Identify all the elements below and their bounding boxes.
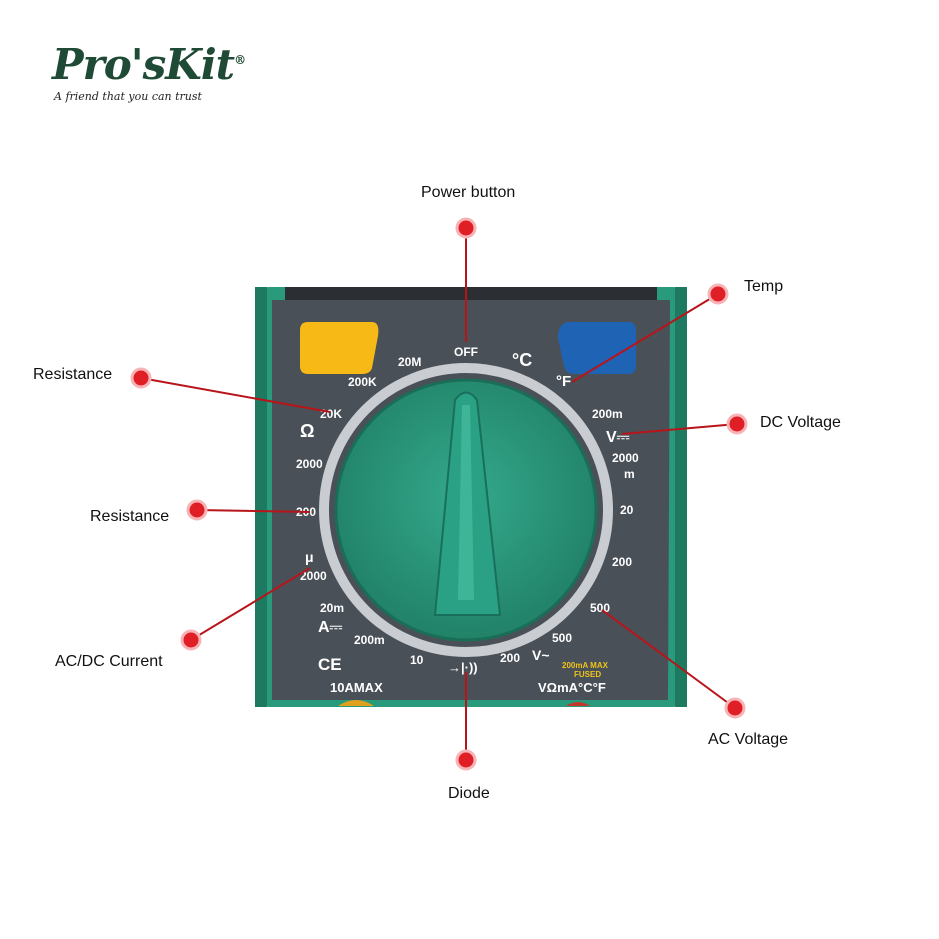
dial-label-200m-dcv: 200m: [592, 407, 623, 421]
callout-power-button: Power button: [421, 184, 516, 201]
fuse-label-line1: 200mA MAX: [562, 661, 609, 670]
dial-label-off: OFF: [454, 345, 478, 359]
brand-tagline: A friend that you can trust: [54, 90, 202, 103]
callout-resistance-top: Resistance: [33, 366, 113, 383]
callout-resistance-mid: Resistance: [90, 508, 170, 525]
dial-label-dcv-m: m: [624, 467, 635, 481]
jack-socket-10a: [338, 700, 374, 706]
dial-ring: [319, 363, 613, 657]
callout-ac-dc-current: AC/DC Current: [55, 653, 163, 670]
dial-label-2000m-dcv: 2000: [612, 451, 639, 465]
brand-logo: Pro'sKit®: [52, 40, 246, 89]
meter-body-edge-left: [255, 287, 267, 707]
dial-label-2000-ohm: 2000: [296, 457, 323, 471]
dial-label-dcv-symbol: V⎓: [606, 429, 630, 446]
marker-diode: [455, 749, 477, 771]
blue-light-button[interactable]: [558, 322, 636, 374]
yellow-function-button[interactable]: [300, 322, 379, 374]
callout-dc-voltage: DC Voltage: [760, 414, 841, 431]
callout-ac-voltage: AC Voltage: [708, 731, 789, 748]
dial-label-micro: μ: [305, 549, 314, 565]
meter-body-edge-right: [675, 287, 687, 707]
marker-ac-voltage: [724, 697, 746, 719]
port-label-10a: 10AMAX: [330, 680, 383, 695]
callout-temp: Temp: [744, 278, 784, 295]
leader-dc-voltage: [621, 423, 738, 435]
dial-label-200m-a: 200m: [354, 633, 385, 647]
dial-label-ohm: Ω: [300, 421, 314, 441]
dial-label-celsius: °C: [512, 350, 532, 370]
dial-label-group: OFF °C °F 20M 200K 20K Ω 2000 200 μ 2000…: [296, 345, 639, 695]
jack-socket-vma: [566, 702, 590, 706]
trademark-mark: ®: [234, 53, 246, 67]
marker-temp: [707, 283, 729, 305]
marker-resistance-top: [130, 367, 152, 389]
dial-label-200-dcv: 200: [612, 555, 632, 569]
dial-label-2000-ua: 2000: [300, 569, 327, 583]
brand-name: Pro'sKit: [52, 40, 235, 89]
dial-label-500-acv-a: 500: [552, 631, 572, 645]
dial-label-200k: 200K: [348, 375, 377, 389]
dial-label-20m-a: 20m: [320, 601, 344, 615]
marker-power: [455, 217, 477, 239]
marker-ac-dc-current: [180, 629, 202, 651]
leader-temp: [571, 293, 719, 383]
leader-resistance-mid: [196, 509, 311, 513]
leader-lines: [140, 228, 738, 760]
dial-label-200-acv: 200: [500, 651, 520, 665]
dial-label-acv-symbol: V~: [532, 647, 550, 663]
dial-pointer-groove: [458, 405, 474, 600]
marker-resistance-mid: [186, 499, 208, 521]
dial-label-10a: 10: [410, 653, 424, 667]
marker-dc-voltage: [726, 413, 748, 435]
ce-mark: CE: [318, 655, 342, 674]
dial-label-20m-ohm: 20M: [398, 355, 421, 369]
port-label-vma: VΩmA°C°F: [538, 680, 606, 695]
dial-label-20-dcv: 20: [620, 503, 634, 517]
fuse-label-line2: FUSED: [574, 670, 601, 679]
leader-resistance-top: [140, 377, 331, 413]
dial-label-amp-dc: A⎓: [318, 619, 343, 636]
fuse-label-group: 200mA MAX FUSED: [562, 661, 609, 679]
callout-diode: Diode: [448, 785, 490, 802]
dial-label-20k: 20K: [320, 407, 342, 421]
display-bezel: [285, 287, 657, 301]
leader-ac-dc-current: [190, 567, 311, 641]
dial-label-diode: →|·)): [448, 660, 478, 675]
leader-ac-voltage: [601, 609, 736, 709]
marker-dots: [130, 217, 748, 771]
dial-label-fahrenheit: °F: [556, 373, 571, 390]
